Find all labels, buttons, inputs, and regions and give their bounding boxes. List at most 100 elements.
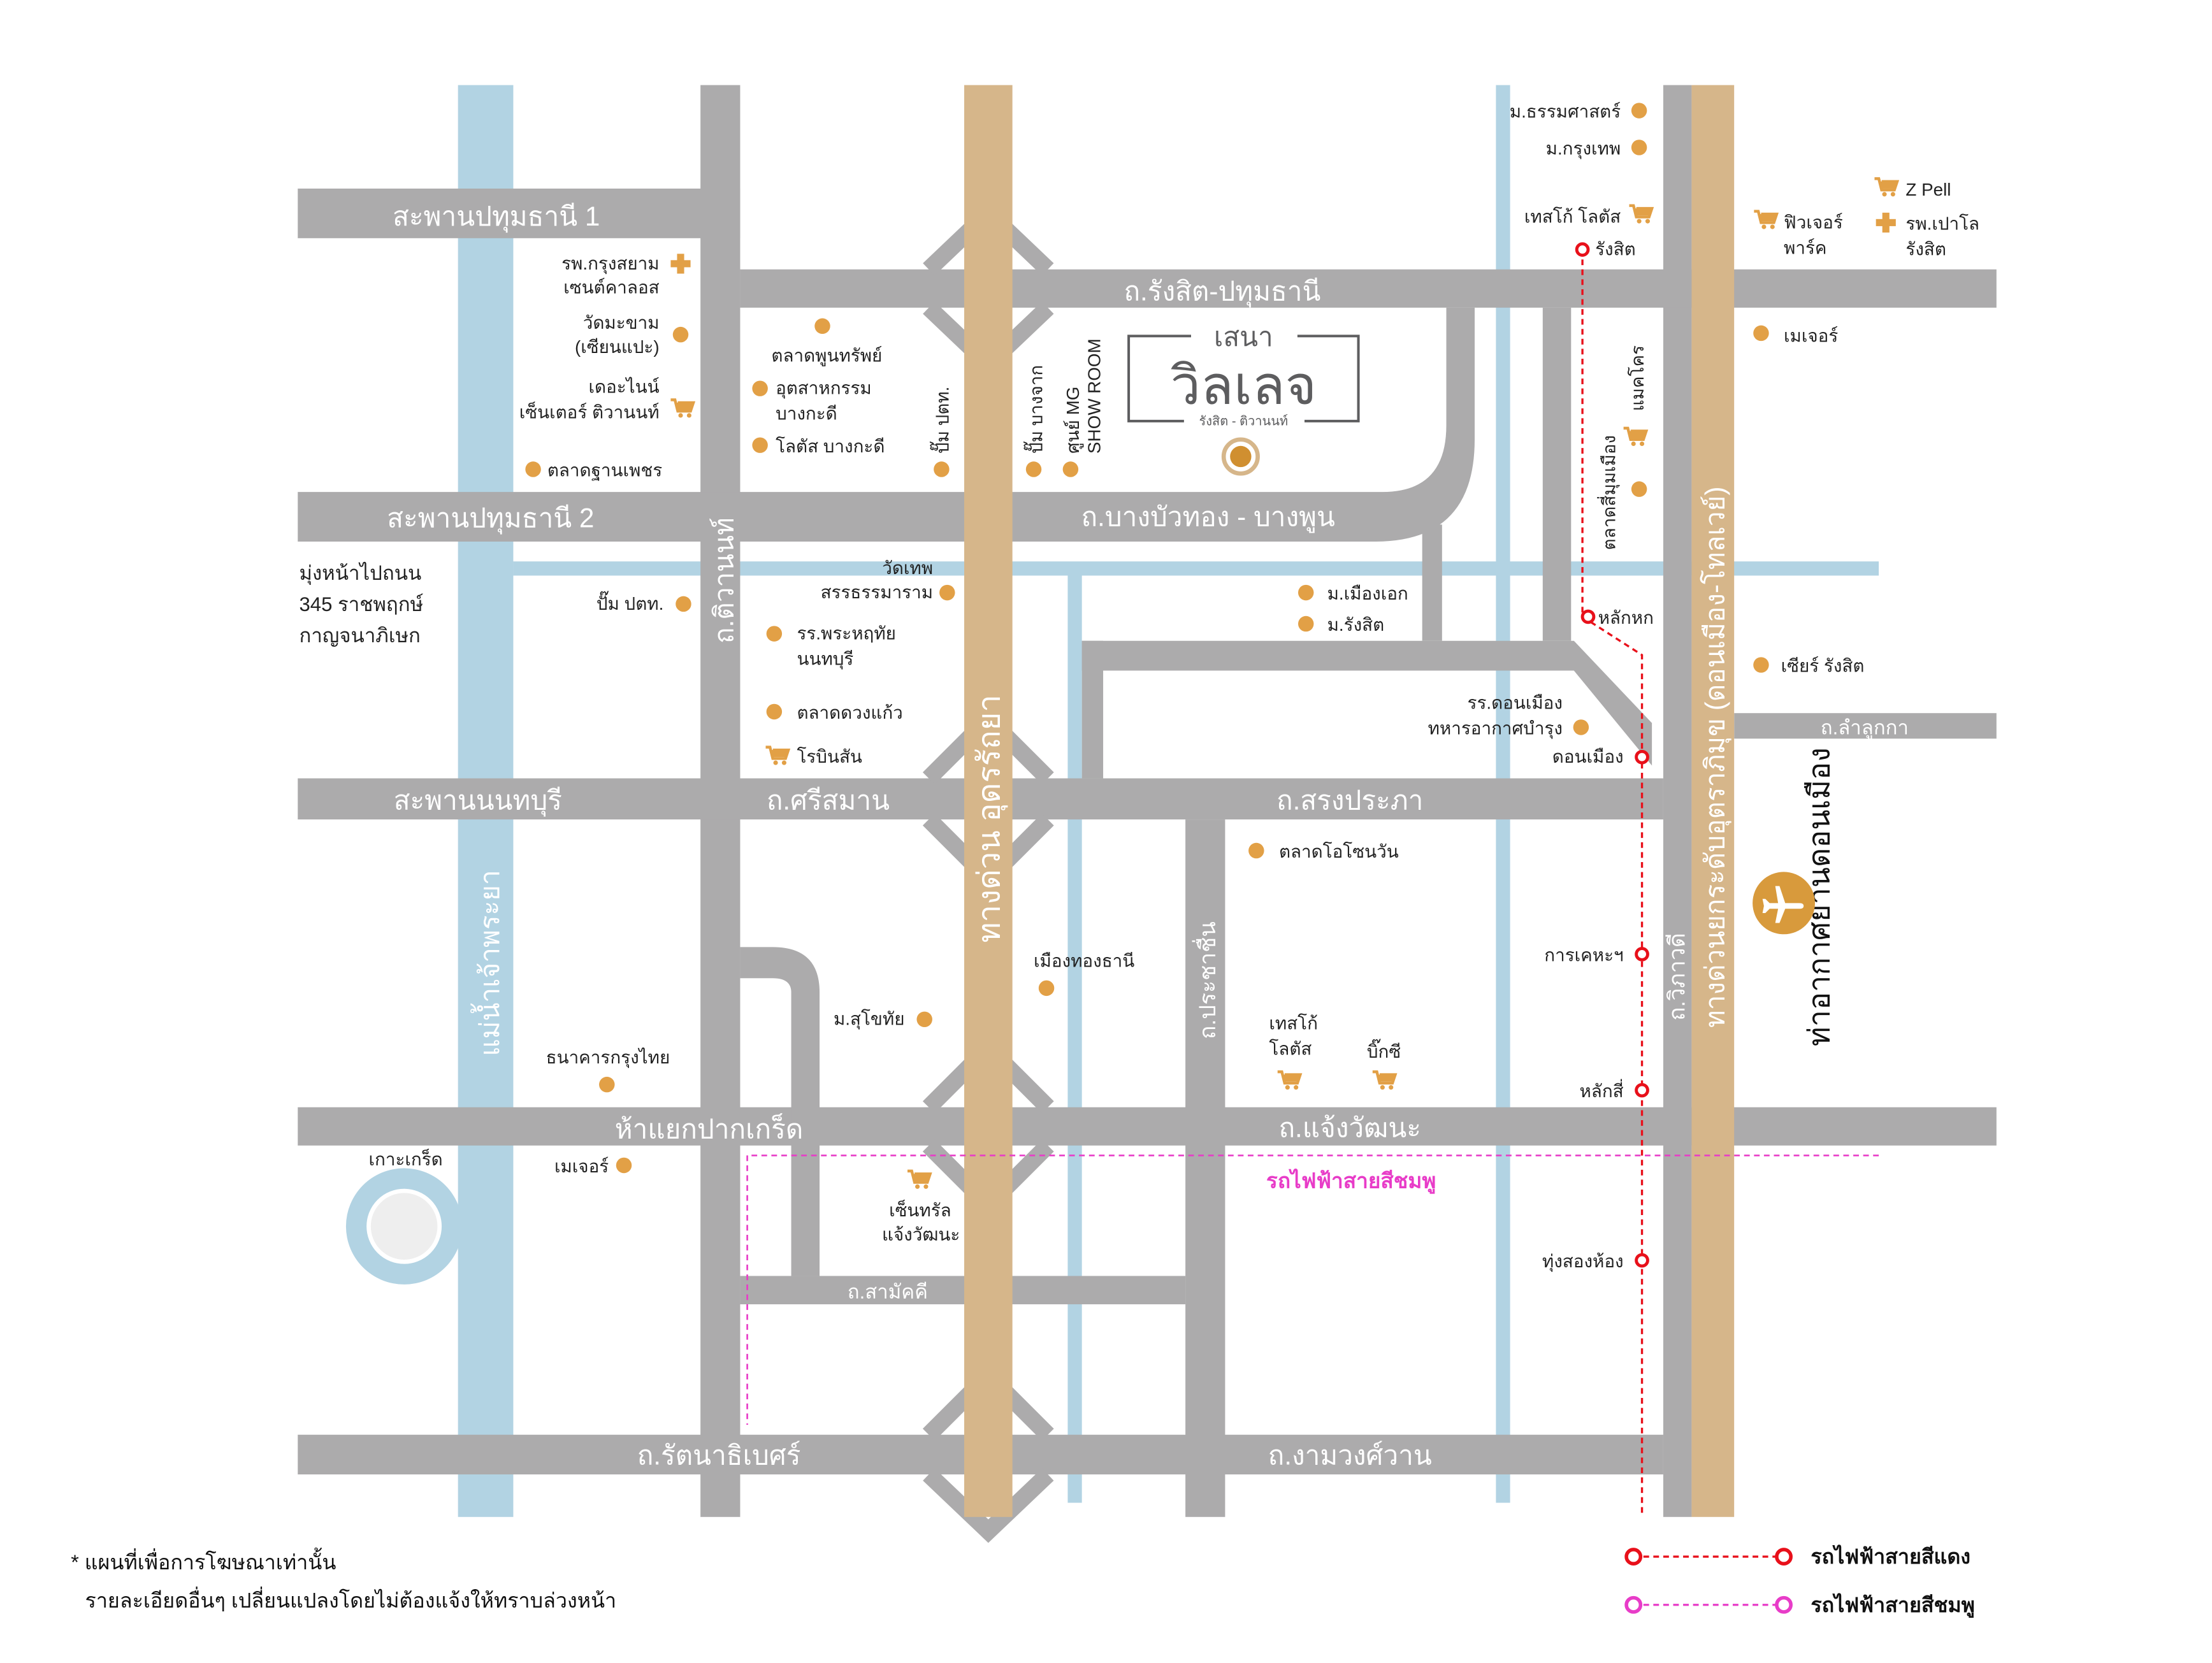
place-label: รร.ดอนเมือง [1468, 693, 1563, 713]
shopping-cart-icon [1624, 428, 1647, 446]
place-dot-icon [1062, 461, 1079, 477]
place-label: โลตัส [1269, 1039, 1312, 1058]
place-dot-icon [599, 1076, 615, 1093]
place-dot-icon [1631, 103, 1647, 119]
station-label: หลักสี่ [1579, 1079, 1623, 1101]
road-label: ถ.สรงประภา [1276, 786, 1423, 816]
road-label: ทางด่วนยกระดับอุตราภิมุข (ดอนเมือง-โทลเว… [1700, 487, 1732, 1028]
legend-pink-icon [1624, 1595, 1643, 1614]
place-label: เทสโก้ โลตัส [1524, 206, 1621, 226]
road-label: ถ.รัตนาธิเบศร์ [637, 1440, 801, 1470]
place-label: สรรธรรมาราม [821, 582, 933, 602]
stations: รังสิต หลักหก ดอนเมือง การเคหะฯ หลักสี่ … [1266, 240, 1654, 1273]
place-dot-icon [1038, 980, 1055, 997]
place-label: โรบินสัน [797, 747, 862, 767]
place-label: ม.เมืองเอก [1327, 584, 1408, 603]
nine-center: เดอะไนน์เซ็นเตอร์ ติวานนท์ [519, 377, 693, 422]
direction-line: 345 ราชพฤกษ์ [299, 593, 423, 616]
place-label: ตลาดพูนทรัพย์ [771, 345, 882, 366]
road-label: ห้าแยกปากเกร็ด [615, 1114, 804, 1144]
station-icon [1635, 749, 1649, 765]
hospital-icon [1876, 212, 1896, 233]
place-label: ม.ธรรมศาสตร์ [1510, 102, 1621, 122]
place-dot-icon [814, 318, 830, 335]
place-label: อุตสาหกรรม [776, 378, 872, 400]
shopping-cart-icon [1874, 178, 1897, 196]
road-label: ถ.บางบัวทอง - บางพูน [1081, 502, 1335, 534]
logo-sub: รังสิต - ติวานนท์ [1199, 414, 1289, 429]
place-label: ม.สุโขทัย [834, 1009, 905, 1030]
place-label: บิ๊กซี [1367, 1039, 1401, 1062]
station-label: การเคหะฯ [1544, 946, 1623, 965]
station-icon [1635, 1083, 1649, 1098]
place-dot-icon [1298, 584, 1314, 601]
station-icon [1575, 242, 1590, 257]
road-label: สะพานนนทบุรี [394, 786, 562, 817]
place-label: ปั๊ม บางจาก [1023, 365, 1046, 454]
shopping-cart-icon [1373, 1072, 1396, 1090]
station-icon [1580, 609, 1596, 624]
hospital-icon [670, 254, 691, 274]
shopping-cart-icon [1278, 1072, 1301, 1090]
place-label: SHOW ROOM [1085, 338, 1104, 454]
road-label: ถ.ประชาชื่น [1192, 921, 1220, 1039]
road-label: ถ.รังสิต-ปทุมธานี [1124, 277, 1320, 308]
place-label: รังสิต [1905, 240, 1946, 259]
river-label: แม่น้ำเจ้าพระยา [470, 870, 505, 1056]
station-label: ทุ่งสองห้อง [1542, 1251, 1624, 1272]
place-label: ฟิวเจอร์ [1784, 212, 1843, 232]
shopping-cart-icon [1754, 212, 1777, 229]
shopping-cart-icon [907, 1171, 930, 1189]
place-label: ม.กรุงเทพ [1546, 139, 1621, 160]
place-label: ตลาดดวงแก้ว [797, 703, 902, 723]
place-label: นนทบุรี [797, 649, 853, 670]
place-dot-icon [1573, 719, 1589, 735]
place-label: (เซียนแปะ) [575, 337, 660, 357]
station-icon [1635, 1253, 1649, 1268]
direction-line: มุ่งหน้าไปถนน [299, 561, 421, 586]
roads [298, 85, 1997, 1543]
station-label: หลักหก [1598, 608, 1654, 628]
road-label: ถ.วิภาวดี [1664, 933, 1689, 1021]
place-label: ศูนย์ MG [1063, 387, 1084, 454]
place-dot-icon [672, 326, 689, 343]
road-label: ถ.ศรีสมาน [767, 786, 890, 816]
place-label: แมคโคร [1628, 345, 1647, 411]
road-label: ถ.สามัคคี [848, 1281, 928, 1303]
place-label: ปั๊ม ปตท. [930, 387, 953, 454]
road-label: ทางด่วน อุดรรัถยา [972, 695, 1008, 942]
place-label: เซ็นเตอร์ ติวานนท์ [519, 401, 660, 422]
place-label: โลตัส บางกะดี [776, 436, 885, 456]
project-logo: เสนา วิลเลจ รังสิต - ติวานนท์ [1127, 322, 1360, 476]
place-label: เซนต์คาลอส [563, 278, 659, 298]
place-label: ตลาดสี่มุมเมือง [1596, 435, 1620, 550]
place-dot-icon [766, 703, 783, 720]
station-label: รังสิต [1595, 240, 1636, 259]
road-label: ถ.งามวงศ์วาน [1268, 1440, 1432, 1470]
place-label: รพ.กรุงสยาม [561, 254, 660, 275]
place-label: แจ้งวัฒนะ [882, 1225, 960, 1244]
place-label: พาร์ค [1784, 238, 1826, 257]
place-label: ธนาคารกรุงไทย [546, 1047, 670, 1069]
place-dot-icon [752, 380, 768, 396]
road-label: ถ.ลำลูกกา [1821, 717, 1909, 740]
place-label: เมืองทองธานี [1034, 951, 1134, 970]
place-label: วัดมะขาม [583, 313, 660, 333]
place-label: เมเจอร์ [1784, 326, 1838, 345]
place-label: ตลาดฐานเพชร [547, 461, 662, 481]
place-label: รร.พระหฤทัย [797, 624, 896, 644]
place-dot-icon [1248, 842, 1264, 859]
footnote: * แผนที่เพื่อการโฆษณาเท่านั้น รายละเอียด… [71, 1547, 616, 1612]
place-dot-icon [1025, 461, 1042, 477]
direction-note: มุ่งหน้าไปถนน 345 ราชพฤกษ์ กาญจนาภิเษก [299, 561, 423, 647]
airplane-icon [1753, 872, 1815, 935]
place-dot-icon [616, 1157, 632, 1174]
place-dot-icon [1631, 140, 1647, 155]
road-label: สะพานปทุมธานี 1 [393, 201, 600, 233]
logo-main: วิลเลจ [1171, 357, 1317, 416]
place-dot-icon [934, 461, 950, 477]
place-dot-icon [1753, 325, 1769, 342]
